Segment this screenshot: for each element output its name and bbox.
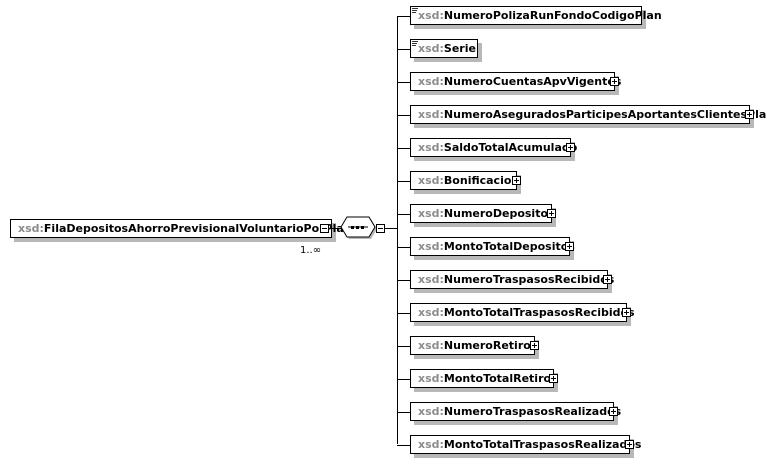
child-element[interactable]: xsd:SaldoTotalAcumulado (410, 138, 577, 157)
child-element-prefix: xsd: (418, 240, 444, 253)
child-element-name: MontoTotalDepositos (443, 240, 575, 253)
branch-line (397, 412, 410, 413)
sequence-compositor[interactable] (340, 216, 380, 242)
connector-line (332, 228, 342, 229)
child-element-prefix: xsd: (418, 339, 444, 352)
child-element-name: NumeroTraspasosRecibidos (443, 273, 615, 286)
child-element-label: xsd:NumeroTraspasosRecibidos (418, 271, 614, 288)
child-element-name: SaldoTotalAcumulado (443, 141, 578, 154)
trunk-line (397, 16, 398, 444)
child-element-name: NumeroTraspasosRealizados (443, 405, 622, 418)
connector-line (385, 228, 397, 229)
child-element-label: xsd:SaldoTotalAcumulado (418, 139, 577, 156)
child-element-name: NumeroPolizaRunFondoCodigoPlan (443, 9, 662, 22)
child-element-prefix: xsd: (418, 174, 444, 187)
child-element-label: xsd:NumeroAseguradosParticipesAportantes… (418, 106, 767, 123)
sequence-icon (348, 226, 368, 229)
child-element-name: NumeroDepositos (443, 207, 555, 220)
child-element-prefix: xsd: (418, 108, 444, 121)
child-element-prefix: xsd: (418, 273, 444, 286)
child-element[interactable]: xsd:MontoTotalTraspasosRealizados (410, 435, 641, 454)
expand-icon[interactable] (512, 176, 521, 185)
child-element[interactable]: xsd:NumeroAseguradosParticipesAportantes… (410, 105, 767, 124)
expand-icon[interactable] (625, 440, 634, 449)
child-element-name: MontoTotalTraspasosRecibidos (443, 306, 635, 319)
expand-icon[interactable] (566, 143, 575, 152)
compositor-collapse-icon[interactable] (376, 224, 385, 233)
child-element-label: xsd:Serie (418, 40, 476, 57)
child-element[interactable]: xsd:NumeroTraspasosRecibidos (410, 270, 614, 289)
expand-icon[interactable] (565, 242, 574, 251)
expand-icon[interactable] (622, 308, 631, 317)
child-element-label: xsd:NumeroCuentasApvVigentes (418, 73, 621, 90)
child-element-prefix: xsd: (418, 141, 444, 154)
root-element-name: FilaDepositosAhorroPrevisionalVoluntario… (43, 222, 352, 235)
child-element[interactable]: xsd:MontoTotalDepositos (410, 237, 575, 256)
child-element[interactable]: xsd:MontoTotalRetiros (410, 369, 558, 388)
child-element-prefix: xsd: (418, 306, 444, 319)
child-element-prefix: xsd: (418, 372, 444, 385)
child-element-label: xsd:NumeroRetiros (418, 337, 537, 354)
child-element-label: xsd:NumeroDepositos (418, 205, 555, 222)
branch-line (397, 115, 410, 116)
expand-icon[interactable] (609, 407, 618, 416)
child-element-label: xsd:Bonificacion (418, 172, 519, 189)
root-element-prefix: xsd: (18, 222, 44, 235)
branch-line (397, 214, 410, 215)
branch-line (397, 247, 410, 248)
annotation-icon (412, 41, 418, 46)
branch-line (397, 445, 410, 446)
child-element-label: xsd:NumeroPolizaRunFondoCodigoPlan (418, 7, 662, 24)
child-element-name: NumeroCuentasApvVigentes (443, 75, 622, 88)
child-element[interactable]: xsd:NumeroDepositos (410, 204, 555, 223)
child-element-prefix: xsd: (418, 42, 444, 55)
expand-icon[interactable] (610, 77, 619, 86)
expand-icon[interactable] (549, 374, 558, 383)
root-element-label: xsd:FilaDepositosAhorroPrevisionalVolunt… (18, 220, 352, 237)
branch-line (397, 82, 410, 83)
branch-line (397, 148, 410, 149)
child-element[interactable]: xsd:NumeroTraspasosRealizados (410, 402, 621, 421)
child-element-label: xsd:MontoTotalTraspasosRecibidos (418, 304, 635, 321)
child-element[interactable]: xsd:Bonificacion (410, 171, 519, 190)
child-element-label: xsd:NumeroTraspasosRealizados (418, 403, 621, 420)
branch-line (397, 379, 410, 380)
annotation-icon (412, 8, 418, 13)
child-element-prefix: xsd: (418, 75, 444, 88)
root-collapse-icon[interactable] (320, 224, 329, 233)
expand-icon[interactable] (603, 275, 612, 284)
child-element-name: MontoTotalRetiros (443, 372, 558, 385)
expand-icon[interactable] (547, 209, 556, 218)
child-element[interactable]: xsd:NumeroPolizaRunFondoCodigoPlan (410, 6, 662, 25)
expand-icon[interactable] (745, 110, 754, 119)
child-element-label: xsd:MontoTotalRetiros (418, 370, 558, 387)
child-element-prefix: xsd: (418, 9, 444, 22)
child-element[interactable]: xsd:MontoTotalTraspasosRecibidos (410, 303, 635, 322)
branch-line (397, 346, 410, 347)
child-element-name: Serie (443, 42, 476, 55)
child-element[interactable]: xsd:Serie (410, 39, 478, 58)
root-element[interactable]: xsd:FilaDepositosAhorroPrevisionalVolunt… (10, 219, 352, 238)
child-element-label: xsd:MontoTotalDepositos (418, 238, 575, 255)
child-element-name: MontoTotalTraspasosRealizados (443, 438, 642, 451)
child-element-name: NumeroRetiros (443, 339, 538, 352)
child-element[interactable]: xsd:NumeroRetiros (410, 336, 537, 355)
child-element-label: xsd:MontoTotalTraspasosRealizados (418, 436, 641, 453)
child-element-name: Bonificacion (443, 174, 520, 187)
expand-icon[interactable] (530, 341, 539, 350)
branch-line (397, 280, 410, 281)
branch-line (397, 313, 410, 314)
branch-line (397, 16, 410, 17)
child-element[interactable]: xsd:NumeroCuentasApvVigentes (410, 72, 621, 91)
root-cardinality: 1..∞ (300, 245, 322, 256)
child-element-prefix: xsd: (418, 438, 444, 451)
child-element-name: NumeroAseguradosParticipesAportantesClie… (443, 108, 767, 121)
child-element-prefix: xsd: (418, 207, 444, 220)
child-element-prefix: xsd: (418, 405, 444, 418)
branch-line (397, 181, 410, 182)
branch-line (397, 49, 410, 50)
